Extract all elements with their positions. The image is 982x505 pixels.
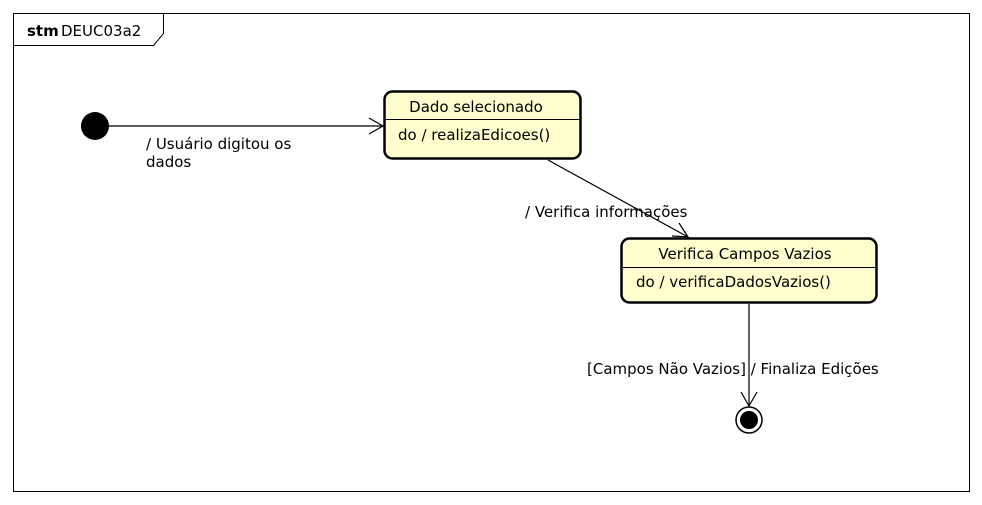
transition-dado-to-verifica-arrowhead (671, 222, 690, 238)
transition-final-label: [Campos Não Vazios] / Finaliza Edições (587, 360, 879, 378)
frame-name-tab (13, 13, 164, 46)
state-dado-selecionado-box (383, 90, 582, 160)
state-verifica-campos-vazios: Verifica Campos Vazios do / verificaDado… (620, 237, 878, 304)
frame-title: DEUC03a2 (61, 22, 141, 40)
transition-initial-to-dado-arrowhead (368, 117, 385, 135)
state-verifica-campos-vazios-box (620, 237, 878, 304)
state-verifica-campos-vazios-activity: do / verificaDadosVazios() (636, 273, 831, 291)
final-state-inner-dot (740, 411, 758, 429)
state-dado-selecionado-activity: do / realizaEdicoes() (398, 126, 550, 144)
transition-verifica-label: / Verifica informações (525, 203, 688, 221)
state-dado-selecionado: Dado selecionado do / realizaEdicoes() (383, 90, 582, 160)
transition-verifica-to-final-arrowhead (740, 391, 758, 408)
transition-initial-label-line1: / Usuário digitou os (146, 135, 291, 153)
transition-dado-to-verifica-line (547, 159, 689, 238)
final-state (735, 406, 763, 434)
initial-state (81, 112, 109, 140)
transition-initial-label-line2: dados (146, 153, 191, 171)
state-verifica-campos-vazios-title: Verifica Campos Vazios (658, 245, 831, 263)
frame-keyword: stm (27, 22, 59, 40)
state-dado-selecionado-title: Dado selecionado (409, 98, 543, 116)
